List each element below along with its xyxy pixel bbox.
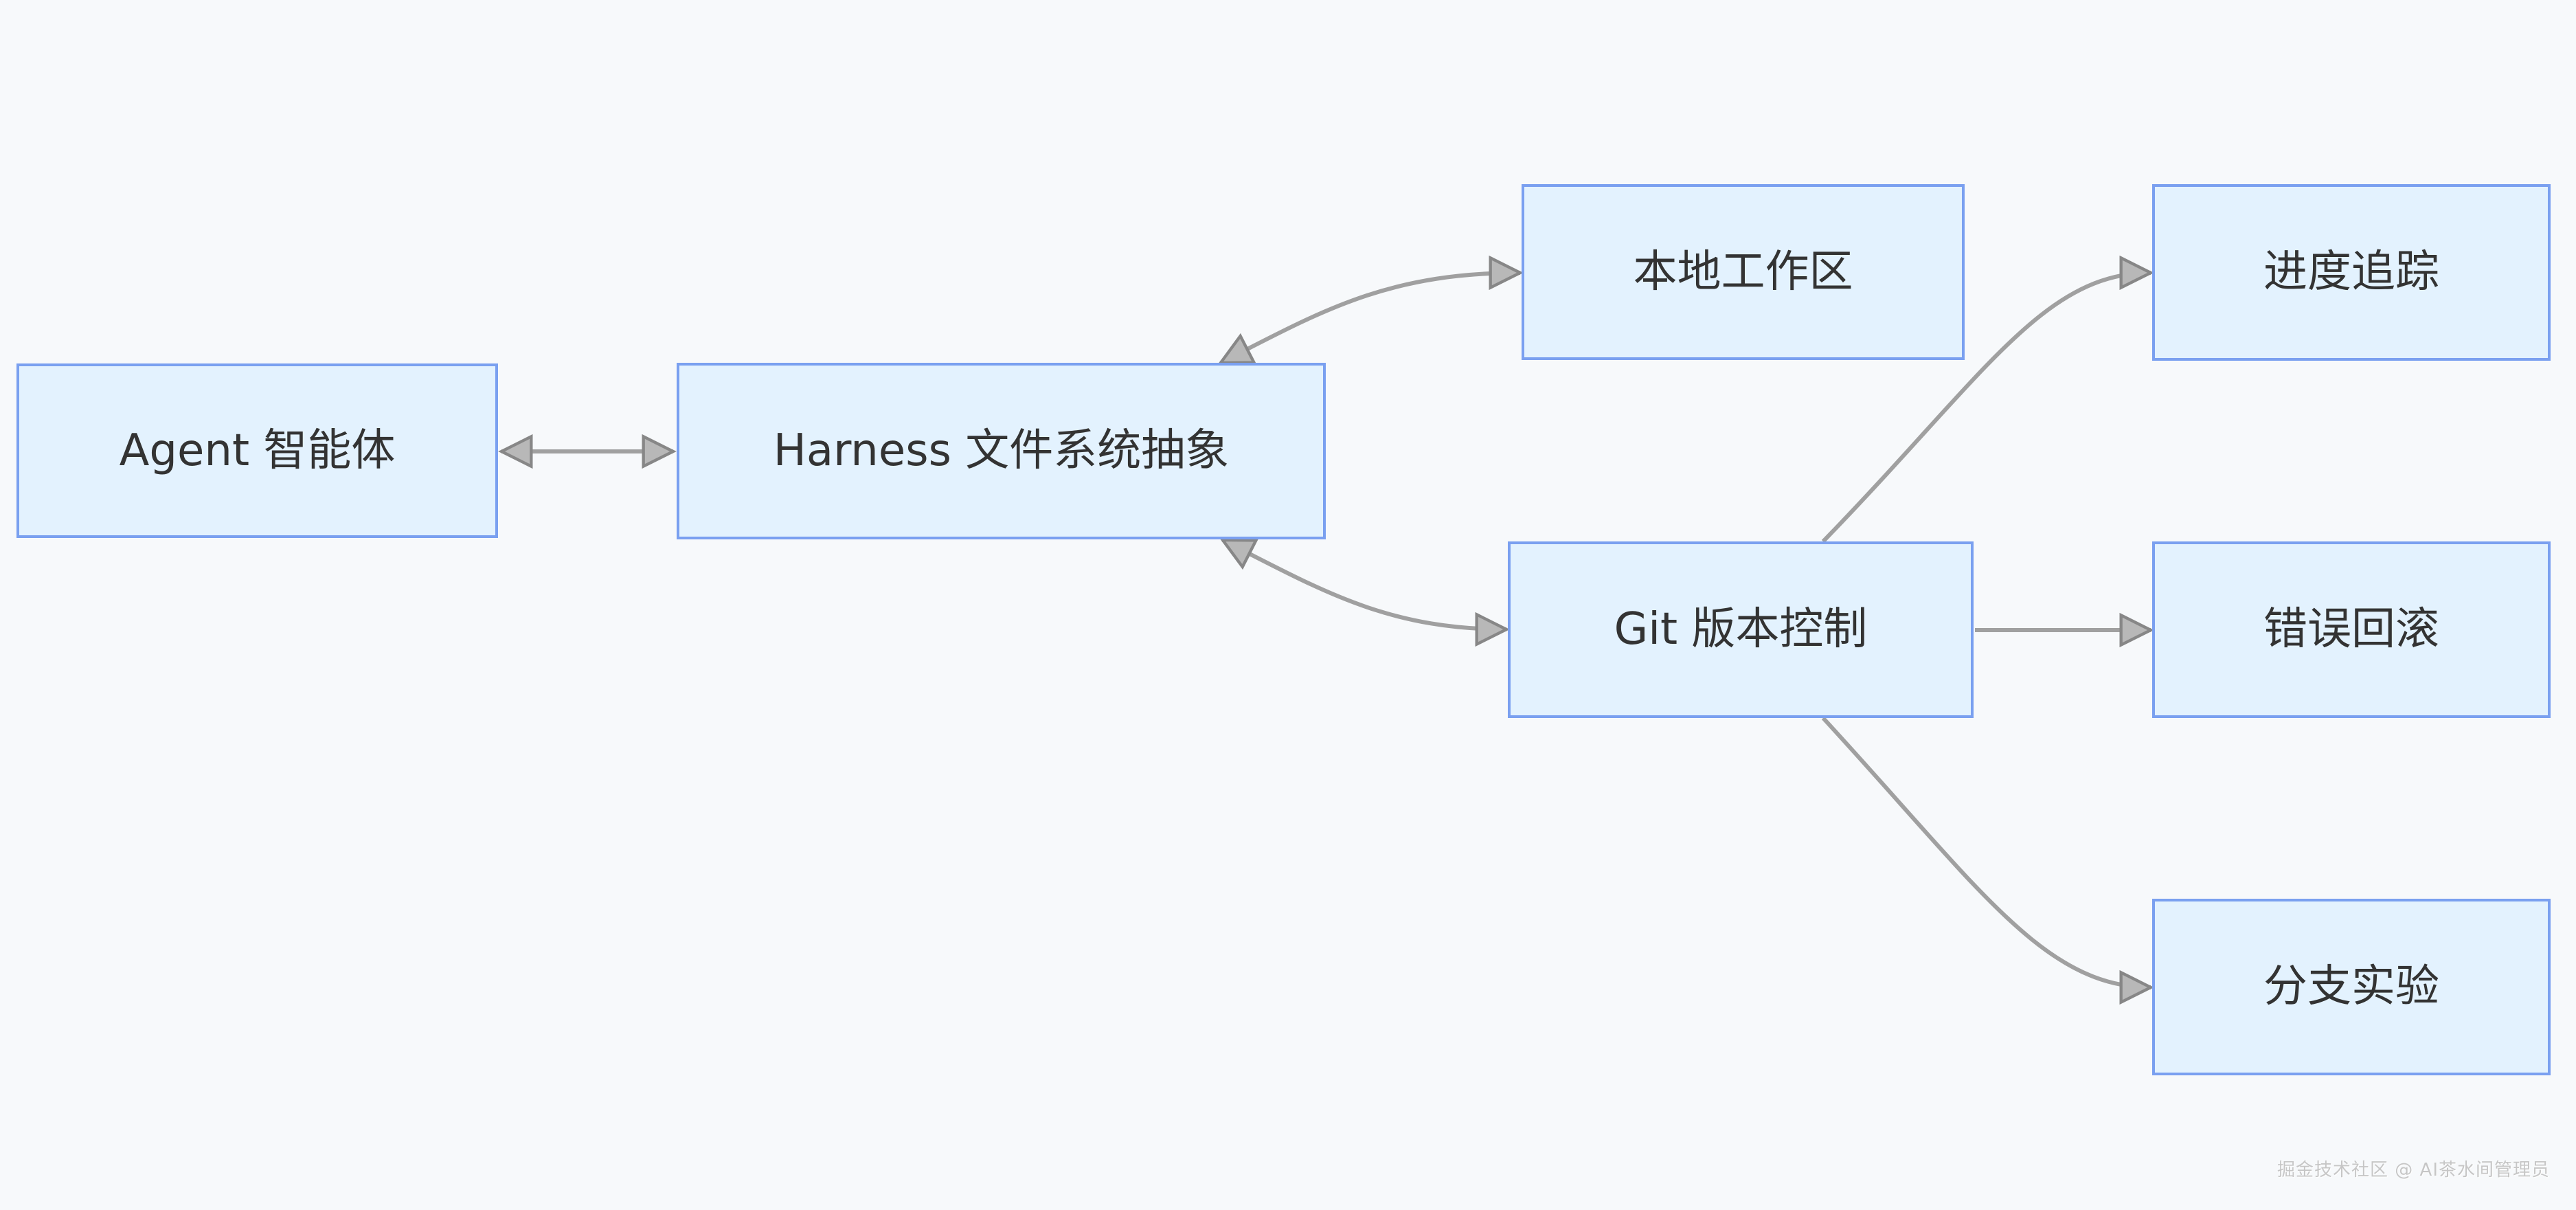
node-harness-label: Harness 文件系统抽象 [773, 425, 1230, 477]
node-agent-label: Agent 智能体 [119, 425, 396, 476]
node-workspace-label: 本地工作区 [1633, 246, 1853, 298]
node-error-rollback: 错误回滚 [2152, 541, 2551, 718]
edge-harness-git [1219, 538, 1510, 647]
edge-harness-workspace [1217, 255, 1524, 365]
node-harness-filesystem: Harness 文件系统抽象 [677, 363, 1326, 539]
watermark: 掘金技术社区 @ AI茶水间管理员 [2277, 1160, 2550, 1180]
node-rollback-label: 错误回滚 [2263, 604, 2439, 656]
node-branch-experiment: 分支实验 [2152, 899, 2551, 1075]
edge-git-branch [1821, 716, 2154, 1005]
node-local-workspace: 本地工作区 [1522, 184, 1965, 360]
node-progress-tracking: 进度追踪 [2152, 184, 2551, 361]
node-git-label: Git 版本控制 [1614, 604, 1868, 656]
node-git-version-control: Git 版本控制 [1508, 541, 1974, 718]
node-branch-label: 分支实验 [2263, 961, 2439, 1013]
edge-git-progress [1821, 255, 2154, 544]
node-progress-label: 进度追踪 [2263, 247, 2439, 298]
node-agent: Agent 智能体 [16, 363, 498, 538]
